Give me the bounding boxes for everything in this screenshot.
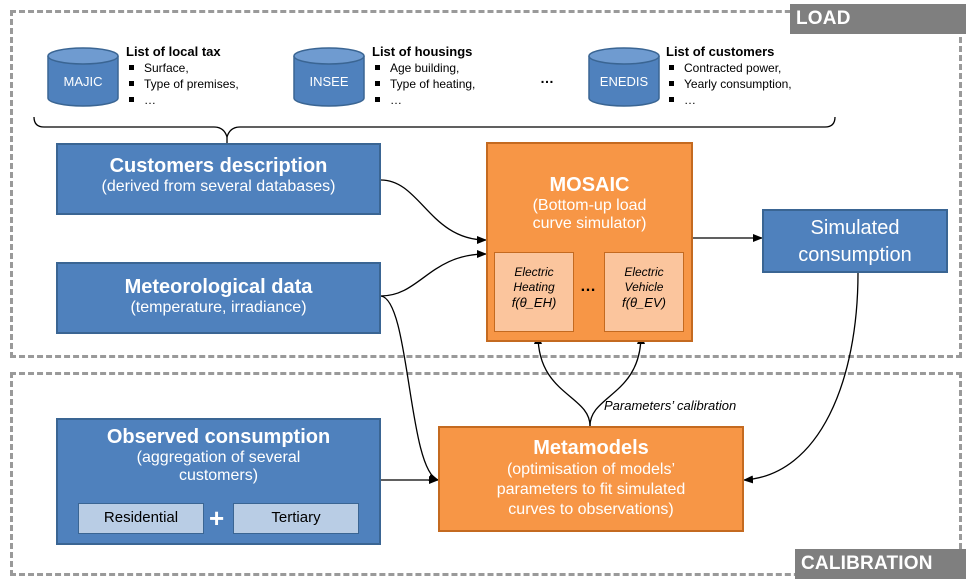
mosaic-title: MOSAIC [549, 174, 630, 196]
simulated-line-1: Simulated [810, 217, 900, 239]
database-ellipsis: … [540, 70, 554, 86]
database-list-title: List of customers [666, 44, 775, 59]
customers-to-mosaic-arrow [380, 179, 487, 244]
database-name: MAJIC [63, 74, 103, 89]
database-brace [33, 116, 836, 140]
electric-heating-line-1: Electric [514, 265, 554, 279]
observed-consumption-title: Observed consumption [106, 426, 331, 448]
calibration-to-heating-arrow [534, 334, 591, 427]
plus-icon: + [209, 503, 225, 533]
database-cylinder-icon [588, 47, 660, 107]
mosaic-line-1: (Bottom-up load [532, 197, 647, 214]
list-item: Type of premises, [126, 76, 239, 92]
database-field-list: List of customers Contracted power, Year… [666, 44, 792, 108]
mosaic-ellipsis: … [580, 278, 596, 295]
customers-description-subtitle: (derived from several databases) [101, 178, 336, 195]
observed-line-2: customers) [178, 467, 259, 484]
simulated-consumption-box: Simulated consumption [762, 209, 948, 273]
customers-description-box: Customers description (derived from seve… [56, 143, 381, 215]
parameters-calibration-label: Parameters’ calibration [604, 398, 737, 413]
metamodels-line-3: curves to observations) [508, 501, 674, 518]
meteorological-data-box: Meteorological data (temperature, irradi… [56, 262, 381, 334]
list-item: … [372, 92, 475, 108]
meteo-to-metamodels-arrow [380, 295, 439, 481]
electric-heating-line-2: Heating [513, 280, 555, 294]
electric-vehicle-box: Electric Vehicle f(θ_EV) [604, 252, 684, 332]
mosaic-line-2: curve simulator) [532, 215, 647, 232]
simulated-to-metamodels-arrow [743, 272, 859, 484]
database-list-title: List of local tax [126, 44, 221, 59]
simulated-line-2: consumption [798, 244, 912, 266]
list-item: Contracted power, [666, 60, 792, 76]
metamodels-line-1: (optimisation of models’ [506, 461, 676, 478]
observed-line-1: (aggregation of several [136, 449, 301, 466]
metamodels-title: Metamodels [533, 437, 649, 459]
database-insee: INSEE [292, 46, 366, 108]
database-cylinder-icon [293, 47, 365, 107]
list-item: Age building, [372, 60, 475, 76]
tertiary-box: Tertiary [233, 503, 359, 534]
metamodels-box: Metamodels (optimisation of models’ para… [438, 426, 744, 532]
electric-vehicle-line-1: Electric [624, 265, 664, 279]
database-field-list: List of local tax Surface, Type of premi… [126, 44, 239, 108]
list-item: … [126, 92, 239, 108]
electric-vehicle-line-2: Vehicle [624, 280, 664, 294]
database-majic: MAJIC [46, 46, 120, 108]
calibration-tag: CALIBRATION [795, 549, 966, 579]
metamodels-line-2: parameters to fit simulated [496, 481, 686, 498]
list-item: Yearly consumption, [666, 76, 792, 92]
meteorological-data-subtitle: (temperature, irradiance) [130, 299, 307, 316]
list-item: Type of heating, [372, 76, 475, 92]
electric-vehicle-function: f(θ_EV) [622, 295, 666, 310]
database-name: INSEE [309, 74, 349, 89]
database-cylinder-icon [47, 47, 119, 107]
electric-heating-function: f(θ_EH) [511, 295, 557, 310]
list-item: … [666, 92, 792, 108]
calibration-to-vehicle-arrow [589, 334, 645, 427]
customers-description-title: Customers description [109, 155, 328, 177]
list-item: Surface, [126, 60, 239, 76]
database-enedis: ENEDIS [587, 46, 661, 108]
load-simulator-section [10, 10, 962, 358]
residential-box: Residential [78, 503, 204, 534]
database-name: ENEDIS [599, 74, 649, 89]
meteorological-data-title: Meteorological data [124, 276, 313, 298]
database-list-title: List of housings [372, 44, 473, 59]
database-field-list: List of housings Age building, Type of h… [372, 44, 475, 108]
meteo-to-mosaic-arrow [380, 250, 487, 297]
calibration-section [10, 372, 962, 576]
electric-heating-box: Electric Heating f(θ_EH) [494, 252, 574, 332]
load-simulator-tag: LOAD SIMULATOR [790, 4, 966, 59]
